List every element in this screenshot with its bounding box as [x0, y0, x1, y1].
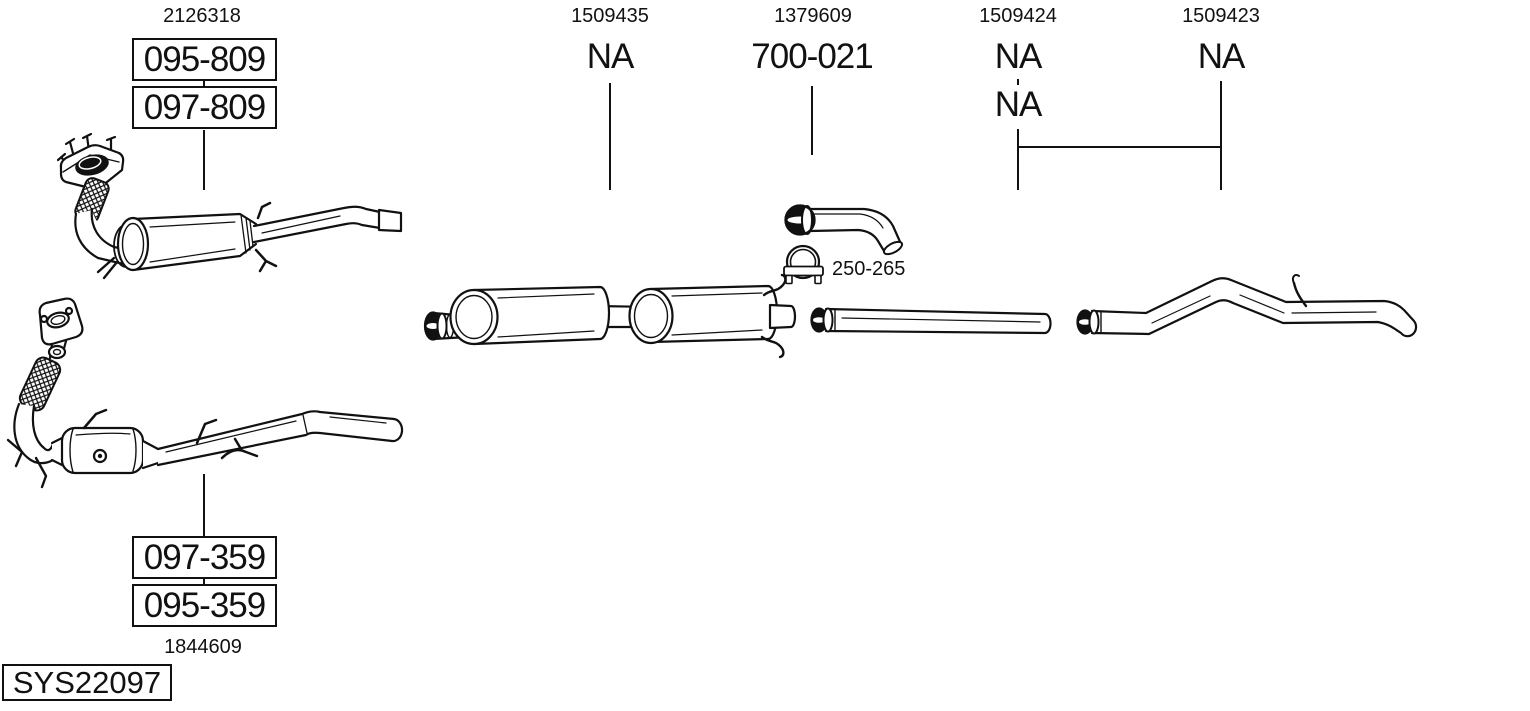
- part-code-box-front-bottom[interactable]: 097-809: [132, 86, 277, 129]
- availability-center-silencer: NA: [586, 37, 635, 76]
- tail-pipe-drawing: [1076, 273, 1418, 338]
- part-code-box-catalyst-bottom[interactable]: 095-359: [132, 584, 277, 627]
- chamber-1: [472, 285, 611, 346]
- ref-catalyst: 1844609: [164, 636, 242, 658]
- ref-elbow-pipe: 1379609: [774, 5, 852, 27]
- intermediate-pipe-drawing: [810, 307, 1052, 335]
- catalyst-drawing: [6, 297, 404, 489]
- part-code-elbow-pipe[interactable]: 700-021: [751, 37, 873, 76]
- hanger-rod: [1292, 281, 1308, 308]
- elbow-pipe-drawing: [784, 204, 904, 256]
- muffler-body: [133, 214, 256, 270]
- ref-front-muffler: 2126318: [163, 5, 241, 27]
- leader-lines: [203, 79, 1222, 584]
- availability-tail-pipe: NA: [1197, 37, 1246, 76]
- part-code-box-catalyst-top[interactable]: 097-359: [132, 536, 277, 579]
- part-code-box-front-top[interactable]: 095-809: [132, 38, 277, 81]
- ref-intermediate-pipe: 1509424: [979, 5, 1057, 27]
- flange-hole: [75, 154, 109, 176]
- ref-center-silencer: 1509435: [571, 5, 649, 27]
- clamp-drawing: [783, 244, 824, 285]
- availability-intermediate-pipe-bottom: NA: [994, 85, 1043, 124]
- part-code-clamp[interactable]: 250-265: [832, 258, 906, 280]
- system-code-box[interactable]: SYS22097: [2, 664, 172, 701]
- front-muffler-drawing: [56, 132, 403, 280]
- pipe-tip: [377, 208, 403, 233]
- ref-tail-pipe: 1509423: [1182, 5, 1260, 27]
- flex-braid: [18, 356, 62, 412]
- availability-intermediate-pipe-top: NA: [994, 37, 1043, 76]
- center-silencer-drawing: [423, 273, 797, 359]
